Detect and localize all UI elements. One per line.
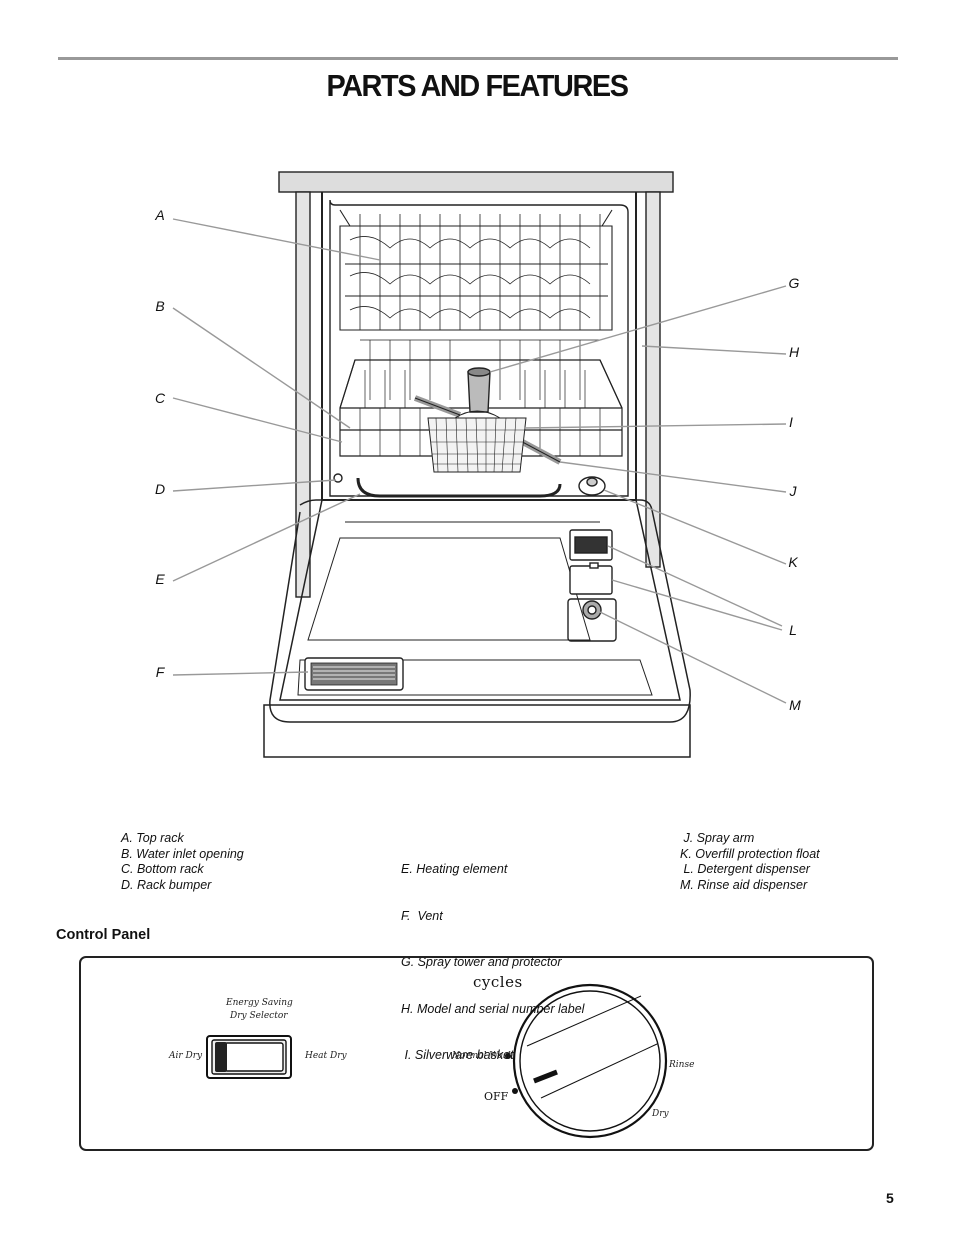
detergent-dispenser	[569, 529, 613, 595]
callout-e: E	[155, 571, 165, 587]
dry-label: Dry	[652, 1109, 669, 1119]
top-rack	[339, 209, 613, 331]
right-side-panel	[645, 191, 661, 568]
legend-item: D. Rack bumper	[121, 877, 212, 892]
top-strip	[278, 171, 674, 193]
legend-item: H. Model and serial number label	[401, 1001, 585, 1016]
off-dot	[512, 1088, 518, 1094]
callout-h: H	[788, 344, 800, 360]
legend-item: F. Vent	[401, 908, 443, 923]
callout-i: I	[789, 414, 793, 430]
left-side-panel	[295, 191, 311, 598]
legend-item: C. Bottom rack	[121, 862, 204, 876]
rack-bumper	[333, 473, 343, 483]
air-dry-label: Air Dry	[169, 1051, 203, 1061]
legend-item: A. Top rack	[121, 831, 184, 845]
page-title: PARTS AND FEATURES	[326, 68, 628, 103]
dry-selector-switch[interactable]	[206, 1035, 292, 1079]
legend-column-3: J. Spray arm K. Overfill protection floa…	[680, 831, 820, 893]
tub-inner	[329, 199, 629, 497]
callout-l: L	[789, 622, 797, 638]
back-wall-tines	[360, 339, 600, 400]
bottom-rack	[339, 359, 623, 457]
leader-lines	[172, 218, 787, 704]
rinse-aid-dispenser	[567, 598, 617, 642]
cycles-dial[interactable]	[512, 983, 668, 1139]
spray-tower-cap	[467, 367, 491, 377]
callout-g: G	[788, 275, 800, 291]
overfill-float	[578, 476, 606, 496]
callout-j: J	[789, 483, 797, 499]
vent	[304, 657, 404, 691]
control-panel-drawing	[206, 983, 668, 1139]
legend-item: G. Spray tower and protector	[401, 955, 562, 969]
legend-item: K. Overfill protection float	[680, 846, 820, 861]
dry-selector-label: Dry Selector	[230, 1011, 288, 1021]
rinse-label: Rinse	[669, 1060, 695, 1070]
silverware-basket	[427, 410, 527, 473]
top-rule	[58, 57, 898, 60]
callout-d: D	[154, 481, 166, 497]
legend-item: B. Water inlet opening	[121, 846, 244, 861]
legend-item: E. Heating element	[401, 862, 508, 876]
door	[263, 499, 691, 758]
normal-wash-dot	[505, 1053, 511, 1059]
heat-dry-label: Heat Dry	[305, 1051, 347, 1061]
energy-saving-label: Energy Saving	[226, 998, 293, 1008]
heating-element	[356, 477, 562, 498]
callout-f: F	[155, 664, 165, 680]
cycles-label: cycles	[473, 973, 523, 991]
callout-k: K	[788, 554, 798, 570]
legend-item: I. Silverware basket	[401, 1048, 514, 1062]
legend-column-1: A. Top rack B. Water inlet opening C. Bo…	[121, 831, 244, 893]
dishwasher-diagram	[172, 171, 787, 758]
callout-m: M	[789, 697, 801, 713]
legend-item: M. Rinse aid dispenser	[680, 877, 808, 892]
legend-item: J. Spray arm	[680, 831, 755, 845]
control-panel-heading: Control Panel	[56, 927, 151, 943]
normal-wash-label: Normal Wash	[452, 1051, 514, 1061]
spray-tower	[467, 371, 491, 413]
legend-column-2: E. Heating element F. Vent G. Spray towe…	[401, 831, 584, 1079]
off-label: OFF	[484, 1090, 509, 1103]
page-number: 5	[886, 1190, 894, 1206]
callout-c: C	[154, 390, 166, 406]
callout-b: B	[155, 298, 165, 314]
legend-item: L. Detergent dispenser	[680, 862, 810, 876]
control-panel	[79, 956, 874, 1151]
callout-a: A	[155, 207, 165, 223]
